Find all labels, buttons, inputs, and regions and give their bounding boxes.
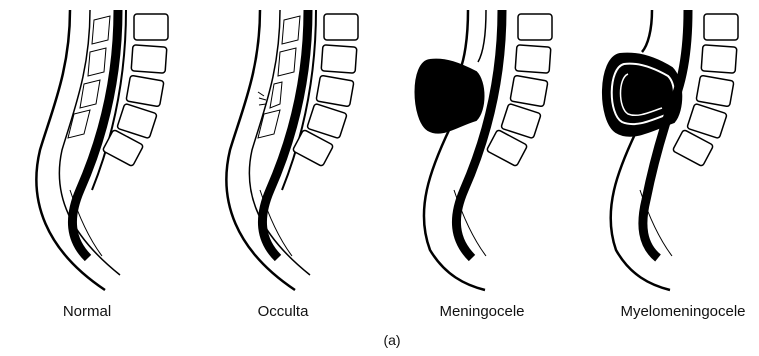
panel-label: Myelomeningocele [620,303,745,320]
panel-occulta [200,0,390,300]
panel-label: Occulta [258,303,309,320]
spine-illustration-normal [10,0,200,300]
panel-myelomeningocele [580,0,759,300]
figure-caption: (a) [383,332,400,348]
spine-illustration-occulta [200,0,390,300]
spine-illustration-myelomeningocele [580,0,759,300]
panel-normal [10,0,200,300]
panel-label: Normal [63,303,111,320]
panel-meningocele [390,0,580,300]
panel-label: Meningocele [439,303,524,320]
spine-illustration-meningocele [390,0,580,300]
